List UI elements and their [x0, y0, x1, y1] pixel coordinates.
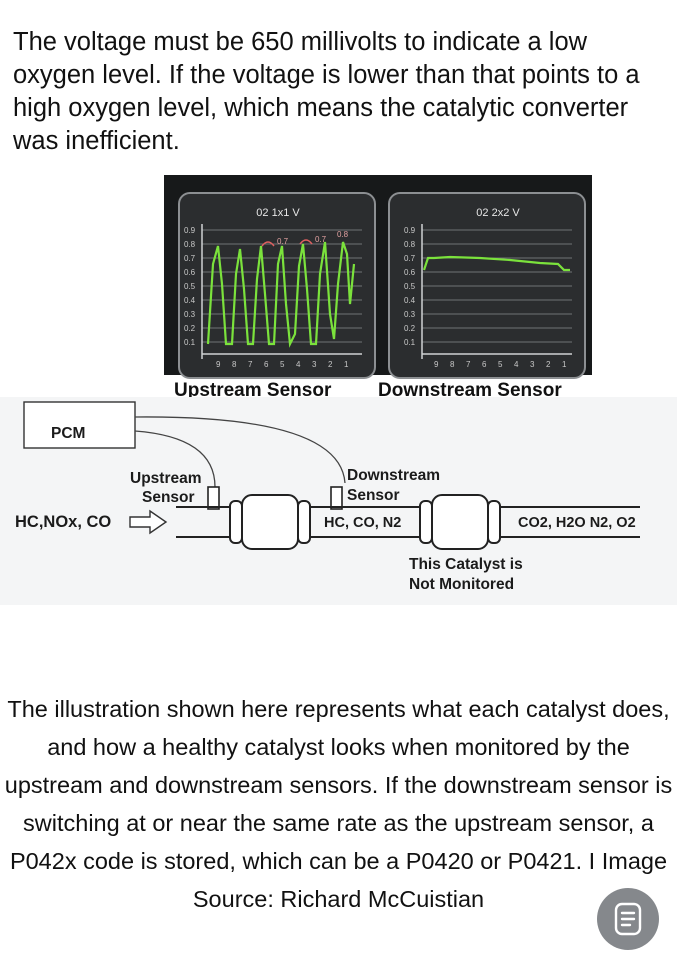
y-tick: 0.4 [184, 296, 196, 305]
downstream-title: 02 2x2 V [476, 207, 520, 219]
x-tick: 7 [248, 360, 253, 369]
downstream-graph: 02 2x2 V 0.9 0.8 0.7 0.6 0.5 0.4 0.3 0.2… [390, 194, 584, 377]
x-tick: 2 [546, 360, 551, 369]
unmonitored-note-line1: This Catalyst is [409, 555, 523, 574]
x-tick: 4 [514, 360, 519, 369]
y-tick: 0.1 [184, 338, 196, 347]
peak-label: 0.8 [337, 230, 349, 239]
upstream-x-ticks: 9 8 7 6 5 4 3 2 1 [216, 360, 349, 369]
upstream-y-ticks: 0.9 0.8 0.7 0.6 0.5 0.4 0.3 0.2 0.1 [184, 226, 196, 347]
y-tick: 0.2 [404, 324, 416, 333]
caption-paragraph: The illustration shown here represents w… [0, 690, 677, 918]
x-tick: 1 [344, 360, 349, 369]
intro-paragraph: The voltage must be 650 millivolts to in… [13, 26, 673, 158]
downstream-grid [422, 230, 572, 342]
downstream-sensor-shape [331, 487, 342, 509]
scan-tool-photo: 02 1x1 V 0.9 0.8 0.7 0.6 0.5 0.4 0.3 0.2… [164, 175, 592, 375]
x-tick: 1 [562, 360, 567, 369]
upstream-graph: 02 1x1 V 0.9 0.8 0.7 0.6 0.5 0.4 0.3 0.2… [180, 194, 374, 377]
y-tick: 0.4 [404, 296, 416, 305]
upstream-sensor-diagram-label: Upstream [130, 469, 202, 488]
peak-label: 0.7 [277, 237, 289, 246]
upstream-trace [208, 242, 354, 344]
outlet-gases-label: CO2, H2O N2, O2 [518, 514, 636, 533]
y-tick: 0.7 [184, 254, 196, 263]
x-tick: 8 [232, 360, 237, 369]
y-tick: 0.6 [404, 268, 416, 277]
x-tick: 5 [280, 360, 285, 369]
downstream-sensor-diagram-label: Downstream [347, 466, 440, 485]
y-tick: 0.9 [404, 226, 416, 235]
upstream-sensor-diagram-label-2: Sensor [142, 488, 195, 507]
x-tick: 8 [450, 360, 455, 369]
reader-mode-icon [597, 888, 659, 950]
downstream-x-ticks: 9 8 7 6 5 4 3 2 1 [434, 360, 567, 369]
downstream-trace [424, 257, 570, 270]
unmonitored-note-line2: Not Monitored [409, 575, 514, 594]
x-tick: 3 [312, 360, 317, 369]
mid-gases-label: HC, CO, N2 [324, 514, 401, 533]
x-tick: 5 [498, 360, 503, 369]
y-tick: 0.9 [184, 226, 196, 235]
x-tick: 9 [434, 360, 439, 369]
downstream-catalyst [420, 495, 500, 549]
y-tick: 0.5 [404, 282, 416, 291]
upstream-sensor-shape [208, 487, 219, 509]
upstream-catalyst [230, 495, 310, 549]
downstream-screen: 02 2x2 V 0.9 0.8 0.7 0.6 0.5 0.4 0.3 0.2… [388, 192, 586, 379]
inlet-gases-label: HC,NOx, CO [15, 513, 111, 532]
y-tick: 0.8 [404, 240, 416, 249]
downstream-y-ticks: 0.9 0.8 0.7 0.6 0.5 0.4 0.3 0.2 0.1 [404, 226, 416, 347]
x-tick: 7 [466, 360, 471, 369]
y-tick: 0.6 [184, 268, 196, 277]
y-tick: 0.7 [404, 254, 416, 263]
pcm-label: PCM [51, 424, 85, 443]
y-tick: 0.1 [404, 338, 416, 347]
reader-mode-button[interactable] [597, 888, 659, 950]
y-tick: 0.2 [184, 324, 196, 333]
y-tick: 0.8 [184, 240, 196, 249]
x-tick: 6 [482, 360, 487, 369]
upstream-screen: 02 1x1 V 0.9 0.8 0.7 0.6 0.5 0.4 0.3 0.2… [178, 192, 376, 379]
y-tick: 0.3 [184, 310, 196, 319]
x-tick: 6 [264, 360, 269, 369]
downstream-sensor-diagram-label-2: Sensor [347, 486, 400, 505]
x-tick: 9 [216, 360, 221, 369]
x-tick: 2 [328, 360, 333, 369]
y-tick: 0.5 [184, 282, 196, 291]
x-tick: 4 [296, 360, 301, 369]
exhaust-diagram [0, 397, 677, 605]
upstream-title: 02 1x1 V [256, 207, 300, 219]
x-tick: 3 [530, 360, 535, 369]
y-tick: 0.3 [404, 310, 416, 319]
catalyst-figure: 02 1x1 V 0.9 0.8 0.7 0.6 0.5 0.4 0.3 0.2… [0, 175, 677, 605]
